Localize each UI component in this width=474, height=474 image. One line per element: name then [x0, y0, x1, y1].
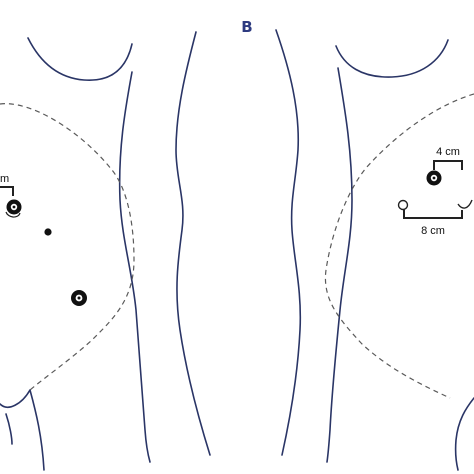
left-dashed-boundary [0, 103, 135, 391]
left-small-curve [5, 413, 13, 445]
left-hip-contour [0, 389, 45, 471]
left-dot-marker [44, 228, 52, 236]
right-curve-marker [457, 199, 473, 209]
left-torso-outer-line [118, 71, 151, 463]
right-long-measure-bracket [403, 210, 463, 219]
right-torso-outer-line [326, 67, 353, 463]
left-measure-label: m [0, 173, 9, 185]
right-short-measure-bracket [433, 160, 463, 170]
right-target-marker [426, 170, 442, 186]
left-target-marker-2 [71, 290, 87, 306]
right-shoulder-outline [335, 39, 449, 78]
left-target-marker-1 [5, 199, 22, 218]
panel-label: B [241, 18, 252, 36]
right-small-ring-marker [397, 199, 409, 211]
left-shoulder-outline [27, 37, 133, 81]
right-short-measure-label: 4 cm [436, 146, 460, 158]
right-long-measure-label: 8 cm [421, 225, 445, 237]
right-torso-inner-line [275, 29, 302, 456]
left-measure-bracket [0, 186, 14, 196]
right-dashed-boundary [324, 93, 474, 399]
left-torso-inner-line [175, 31, 211, 456]
right-hip-contour [454, 397, 474, 471]
